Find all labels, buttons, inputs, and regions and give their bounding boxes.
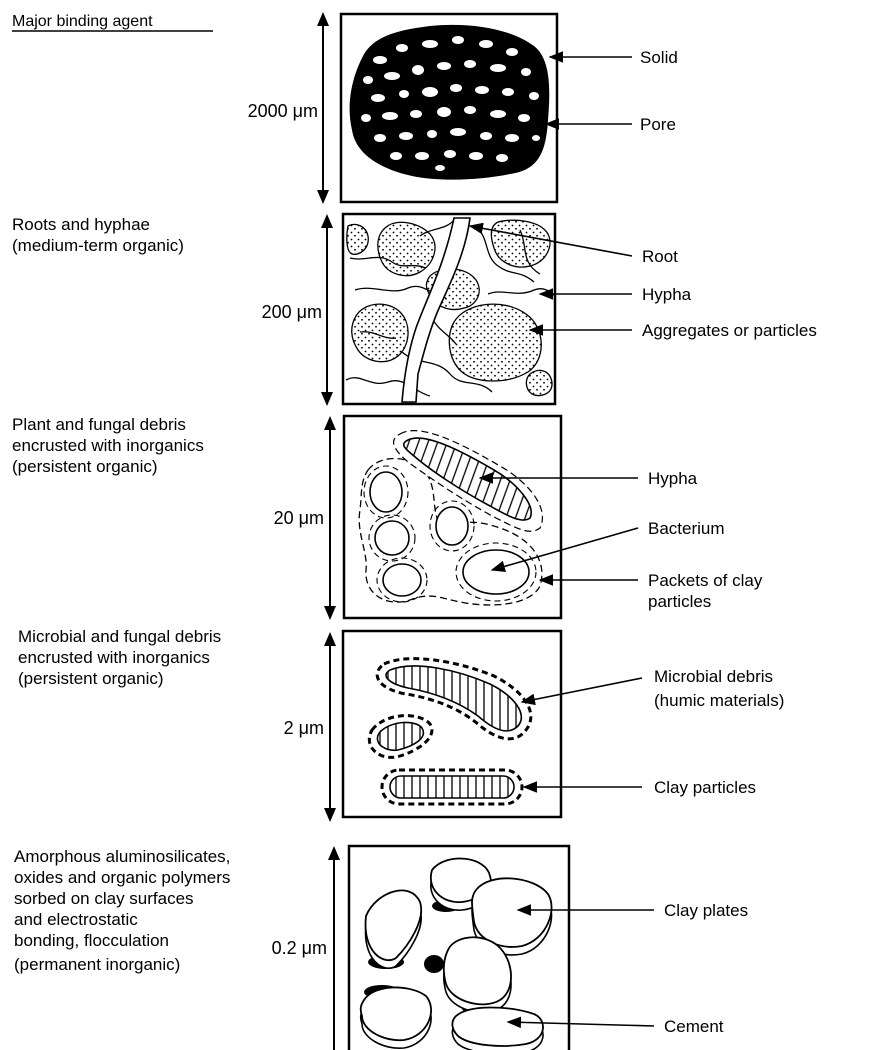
level-20um: Plant and fungal debris encrusted with i… xyxy=(12,415,763,620)
agent-line: and electrostatic xyxy=(14,910,138,929)
level-2000um: 2000 μm Solid xyxy=(248,12,678,204)
callout-clay-plates: Clay plates xyxy=(664,901,748,920)
agent-line: Roots and hyphae xyxy=(12,215,150,234)
callout-pore: Pore xyxy=(640,115,676,134)
scale-arrow xyxy=(324,632,336,822)
agent-line: Plant and fungal debris xyxy=(12,415,186,434)
level-0-2um: Amorphous aluminosilicates, oxides and o… xyxy=(14,846,748,1050)
agent-line: (permanent inorganic) xyxy=(14,955,180,974)
clay-particles xyxy=(382,770,522,804)
callout-hypha: Hypha xyxy=(642,285,692,304)
agent-line: oxides and organic polymers xyxy=(14,868,230,887)
callout-clay-packets-line2: particles xyxy=(648,592,711,611)
scale-label: 2 μm xyxy=(284,718,324,738)
scale-label: 2000 μm xyxy=(248,101,318,121)
header-title: Major binding agent xyxy=(12,13,153,30)
scale-arrow xyxy=(328,846,340,1050)
scale-arrow xyxy=(321,214,333,406)
callout-bacterium: Bacterium xyxy=(648,519,725,538)
level-2um: Microbial and fungal debris encrusted wi… xyxy=(18,627,784,822)
callout-hypha: Hypha xyxy=(648,469,698,488)
scale-arrow xyxy=(317,12,329,204)
agent-line: (persistent organic) xyxy=(12,457,158,476)
callout-cement: Cement xyxy=(664,1017,724,1036)
scale-label: 200 μm xyxy=(262,302,322,322)
agent-line: sorbed on clay surfaces xyxy=(14,889,194,908)
callout-microbial-debris: Microbial debris xyxy=(654,667,773,686)
callout-clay-particles: Clay particles xyxy=(654,778,756,797)
agent-line: encrusted with inorganics xyxy=(18,648,210,667)
agent-line: Microbial and fungal debris xyxy=(18,627,221,646)
agent-line: encrusted with inorganics xyxy=(12,436,204,455)
callout-clay-packets: Packets of clay xyxy=(648,571,763,590)
callout-solid: Solid xyxy=(640,48,678,67)
level-200um: Roots and hyphae (medium-term organic) 2… xyxy=(12,214,817,406)
callout-aggregates: Aggregates or particles xyxy=(642,321,817,340)
agent-line: bonding, flocculation xyxy=(14,931,169,950)
scale-arrow xyxy=(324,416,336,620)
scale-label: 0.2 μm xyxy=(272,938,327,958)
scale-label: 20 μm xyxy=(274,508,324,528)
agent-line: Amorphous aluminosilicates, xyxy=(14,847,230,866)
callout-microbial-debris-line2: (humic materials) xyxy=(654,691,784,710)
callout-root: Root xyxy=(642,247,678,266)
agent-line: (medium-term organic) xyxy=(12,236,184,255)
agent-line: (persistent organic) xyxy=(18,669,164,688)
